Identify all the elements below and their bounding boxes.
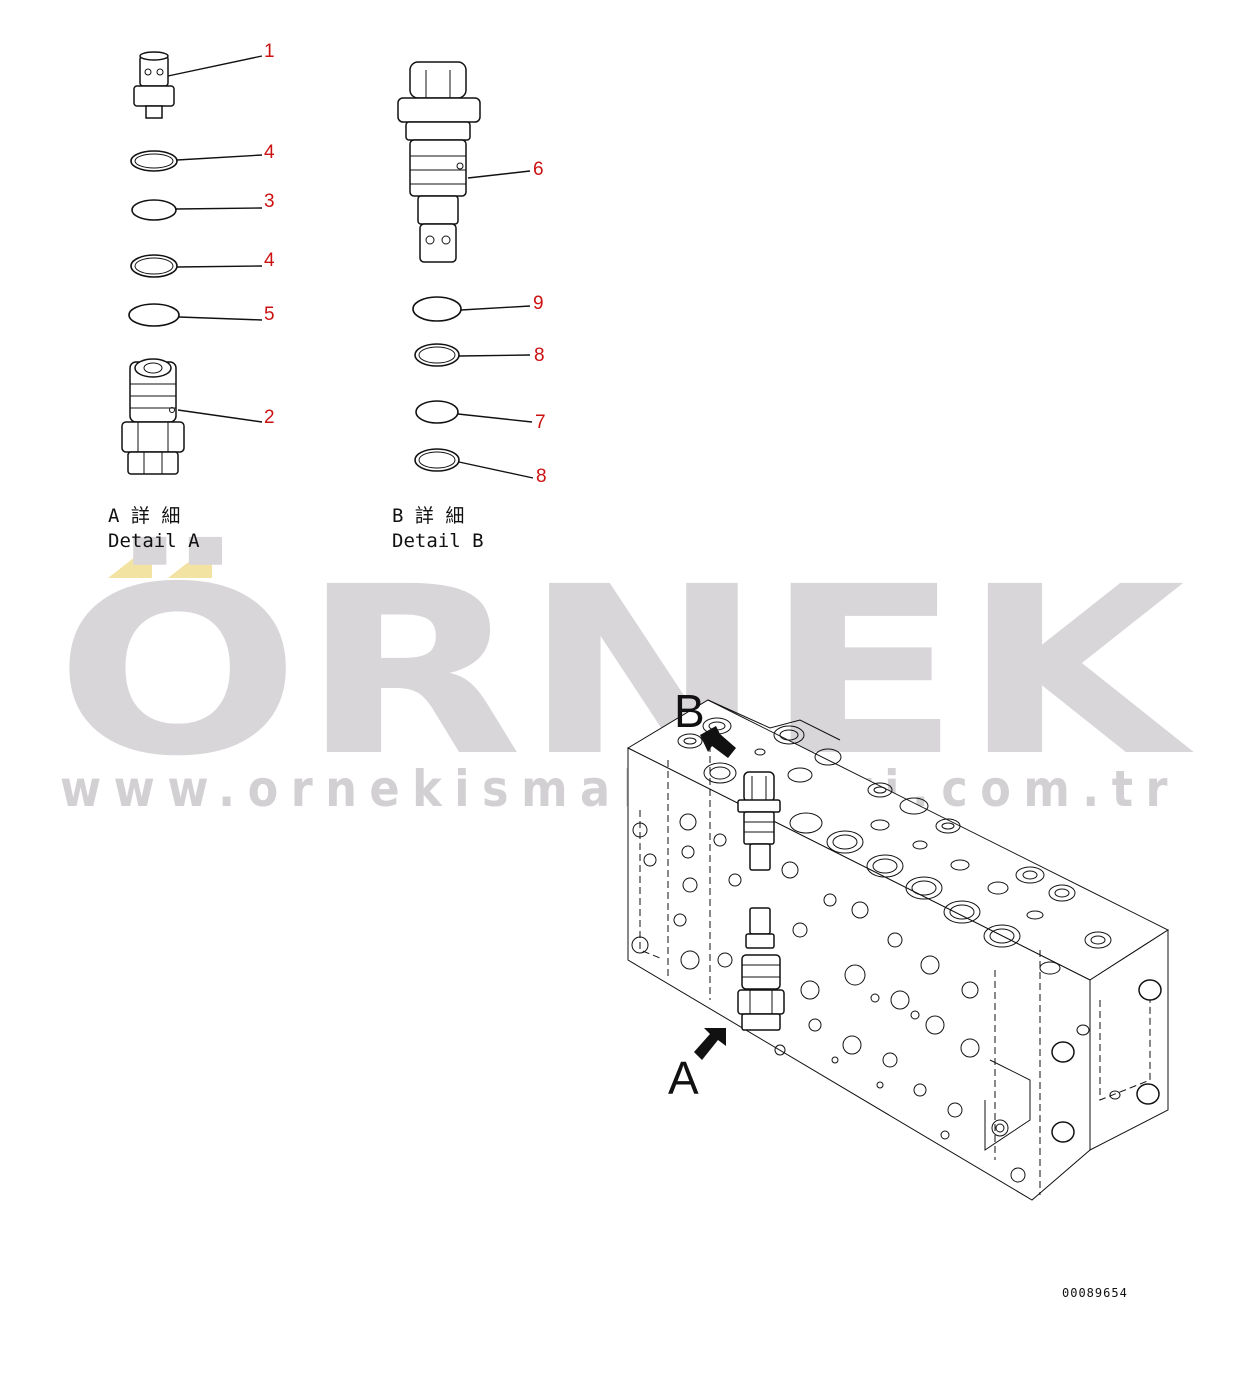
view-arrow-b-icon xyxy=(700,726,736,758)
watermark-accent-left xyxy=(108,553,152,578)
callout-2: 2 xyxy=(264,407,275,428)
callout-9: 9 xyxy=(533,293,544,314)
drawing-code: 00089654 xyxy=(1062,1286,1128,1300)
callout-1: 1 xyxy=(264,41,275,62)
end-bolts xyxy=(1051,979,1162,1143)
callout-8-upper: 8 xyxy=(534,345,545,366)
installed-valve-b xyxy=(737,771,781,871)
detail-a-parts xyxy=(121,51,185,475)
part-4-ring-upper xyxy=(130,150,178,172)
installed-valve-a xyxy=(737,907,785,1031)
block-front-face xyxy=(627,747,1091,1201)
callout-4-upper: 4 xyxy=(264,142,275,163)
part-1-plug xyxy=(133,51,175,119)
callout-6: 6 xyxy=(533,159,544,180)
part-4-ring-lower xyxy=(130,254,178,278)
watermark: ÖRNEK www.ornekismakinalari.com.tr xyxy=(55,536,1194,818)
detail-labels: A 詳 細 Detail A B 詳 細 Detail B xyxy=(108,505,484,552)
detail-a-label-en: Detail A xyxy=(108,530,200,552)
part-7-ring xyxy=(415,400,459,424)
detail-b-parts xyxy=(397,61,481,472)
callout-5: 5 xyxy=(264,304,275,325)
detail-b-label-jp: B 詳 細 xyxy=(392,505,464,527)
watermark-brand: ÖRNEK xyxy=(55,536,1194,807)
part-6-valve xyxy=(397,61,481,263)
detail-a-label-jp: A 詳 細 xyxy=(108,505,180,527)
leader-lines xyxy=(167,55,534,479)
control-valve-block xyxy=(626,699,1170,1201)
view-letter-b: B xyxy=(674,685,705,737)
callout-8-lower: 8 xyxy=(536,466,547,487)
front-holes xyxy=(631,813,1026,1183)
detail-b-label-en: Detail B xyxy=(392,530,484,552)
view-arrow-a-icon xyxy=(694,1028,726,1060)
callout-3: 3 xyxy=(264,191,275,212)
part-5-ring xyxy=(128,303,180,327)
watermark-url: www.ornekismakinalari.com.tr xyxy=(60,760,1180,818)
view-letter-a: A xyxy=(668,1052,699,1104)
part-8-ring-upper xyxy=(414,343,460,367)
part-9-ring xyxy=(412,296,462,322)
part-3-ring xyxy=(131,199,177,221)
part-2-valve xyxy=(121,358,185,475)
callouts: 1 4 3 4 5 2 6 9 8 7 8 xyxy=(264,41,547,487)
watermark-accent-right xyxy=(168,553,212,578)
part-8-ring-lower xyxy=(414,448,460,472)
callout-7: 7 xyxy=(535,412,546,433)
callout-4-lower: 4 xyxy=(264,250,275,271)
